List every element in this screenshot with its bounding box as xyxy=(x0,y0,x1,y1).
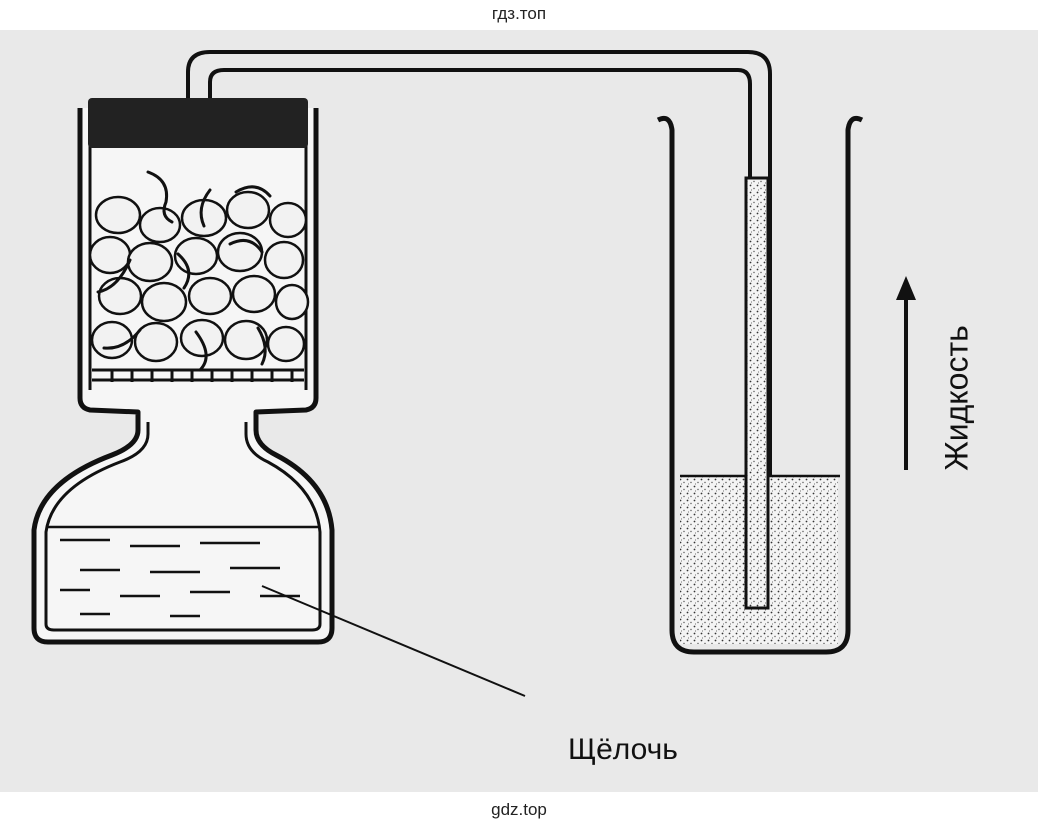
apparatus-drawing xyxy=(31,50,916,697)
seed-sprouts xyxy=(96,170,272,372)
jar-stopper xyxy=(88,98,308,148)
liquid-label: Жидкость xyxy=(938,325,975,471)
rising-liquid-column xyxy=(744,176,770,610)
diagram-figure: Щёлочь Жидкость xyxy=(0,30,1038,792)
tube-lumen-fill xyxy=(752,74,768,178)
alkali-label: Щёлочь xyxy=(568,733,678,766)
watermark-top: гдз.топ xyxy=(491,4,547,23)
seed-jar xyxy=(31,98,526,697)
connecting-tube xyxy=(186,50,772,610)
watermark-bottom: gdz.top xyxy=(491,800,547,819)
alkali-leader-line xyxy=(261,585,526,697)
jar-grid xyxy=(92,368,304,382)
arrow-up-icon xyxy=(896,276,916,470)
alkali-liquid xyxy=(48,525,318,618)
liquid-beaker xyxy=(656,115,864,655)
